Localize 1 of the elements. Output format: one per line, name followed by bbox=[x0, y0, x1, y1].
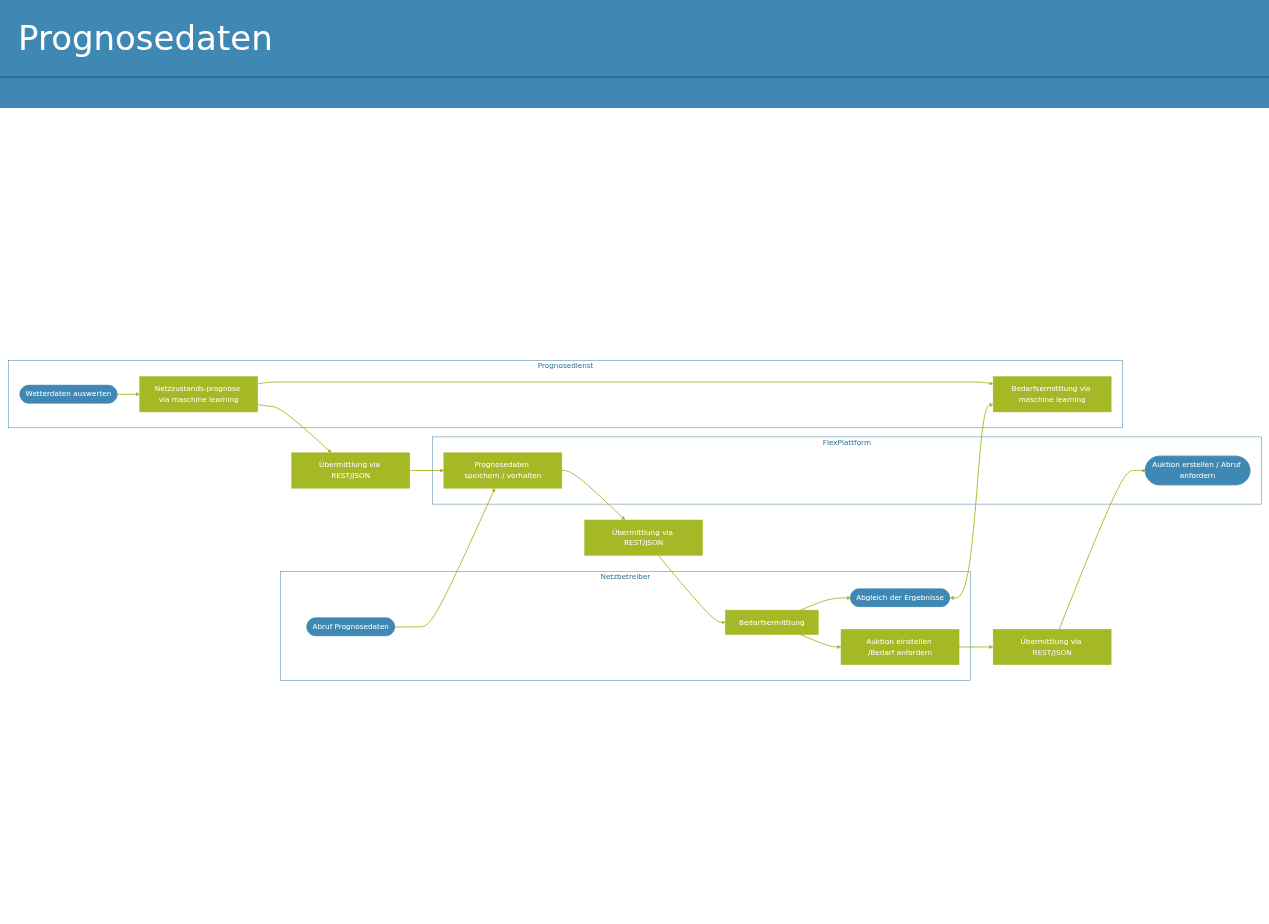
diagram-title: Prognosedaten bbox=[0, 0, 1269, 78]
